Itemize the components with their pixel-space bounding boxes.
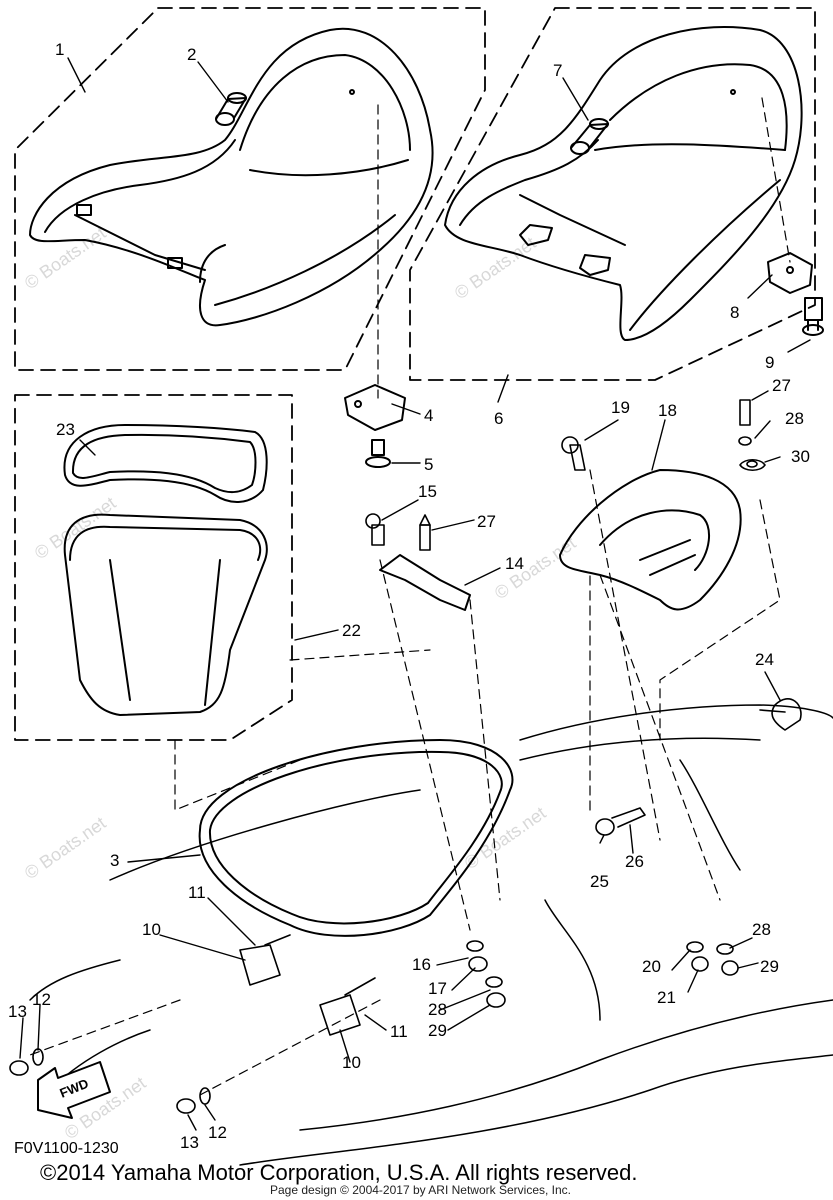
fwd-arrow-icon: FWD <box>37 1061 111 1119</box>
rear-seat-box <box>409 7 816 381</box>
front-seat-box <box>14 7 486 371</box>
callout-29b: 29 <box>760 957 779 976</box>
rear-bracket <box>767 252 824 336</box>
callout-27b: 27 <box>477 512 496 531</box>
callout-10b: 10 <box>342 1053 361 1072</box>
callout-15: 15 <box>418 482 437 501</box>
callout-12b: 12 <box>208 1123 227 1142</box>
callouts: 1 2 7 8 9 4 5 6 19 18 27 28 30 23 15 27 … <box>8 40 810 1152</box>
leader-lines <box>19 57 811 1131</box>
callout-27a: 27 <box>772 376 791 395</box>
dashed-group-boxes <box>14 7 816 741</box>
copyright-notice: ©2014 Yamaha Motor Corporation, U.S.A. A… <box>40 1160 638 1185</box>
callout-17: 17 <box>428 979 447 998</box>
front-seat <box>29 27 434 327</box>
callout-1: 1 <box>55 40 64 59</box>
callout-28c: 28 <box>752 920 771 939</box>
callout-28a: 28 <box>785 409 804 428</box>
callout-3: 3 <box>110 851 119 870</box>
callout-7: 7 <box>553 61 562 80</box>
callout-28b: 28 <box>428 1000 447 1019</box>
front-bracket <box>344 384 406 468</box>
callout-19: 19 <box>611 398 630 417</box>
mount-bracket <box>379 554 471 611</box>
watermark: © Boats.net <box>21 223 110 293</box>
callout-21: 21 <box>657 988 676 1007</box>
storage-bucket <box>63 424 268 716</box>
guide-lines <box>29 97 791 1096</box>
callout-4: 4 <box>424 406 433 425</box>
gasket-ring <box>198 739 514 937</box>
drawing-code: F0V1100-1230 <box>14 1140 119 1157</box>
page-credit: Page design © 2004-2017 by ARI Network S… <box>270 1183 572 1197</box>
callout-11b: 11 <box>390 1022 408 1041</box>
callout-13b: 13 <box>180 1133 199 1152</box>
callout-22: 22 <box>342 621 361 640</box>
callout-13a: 13 <box>8 1002 27 1021</box>
callout-12a: 12 <box>32 990 51 1009</box>
callout-10a: 10 <box>142 920 161 939</box>
hardware <box>9 399 802 1114</box>
callout-20: 20 <box>642 957 661 976</box>
callout-9: 9 <box>765 353 774 372</box>
storage-box <box>14 394 293 741</box>
grab-handle <box>559 469 742 611</box>
watermark: © Boats.net <box>461 803 550 873</box>
callout-23: 23 <box>56 420 75 439</box>
hull <box>29 704 833 1166</box>
callout-5: 5 <box>424 455 433 474</box>
callout-8: 8 <box>730 303 739 322</box>
callout-6: 6 <box>494 409 503 428</box>
watermarks: © Boats.net © Boats.net © Boats.net © Bo… <box>21 223 580 1143</box>
callout-29a: 29 <box>428 1021 447 1040</box>
callout-24: 24 <box>755 650 774 669</box>
rear-seat <box>444 26 803 341</box>
callout-14: 14 <box>505 554 524 573</box>
watermark: © Boats.net <box>31 493 120 563</box>
callout-25: 25 <box>590 872 609 891</box>
callout-16: 16 <box>412 955 431 974</box>
callout-2: 2 <box>187 45 196 64</box>
callout-26: 26 <box>625 852 644 871</box>
callout-30: 30 <box>791 447 810 466</box>
watermark: © Boats.net <box>21 813 110 883</box>
callout-18: 18 <box>658 401 677 420</box>
callout-11a: 11 <box>188 883 206 902</box>
